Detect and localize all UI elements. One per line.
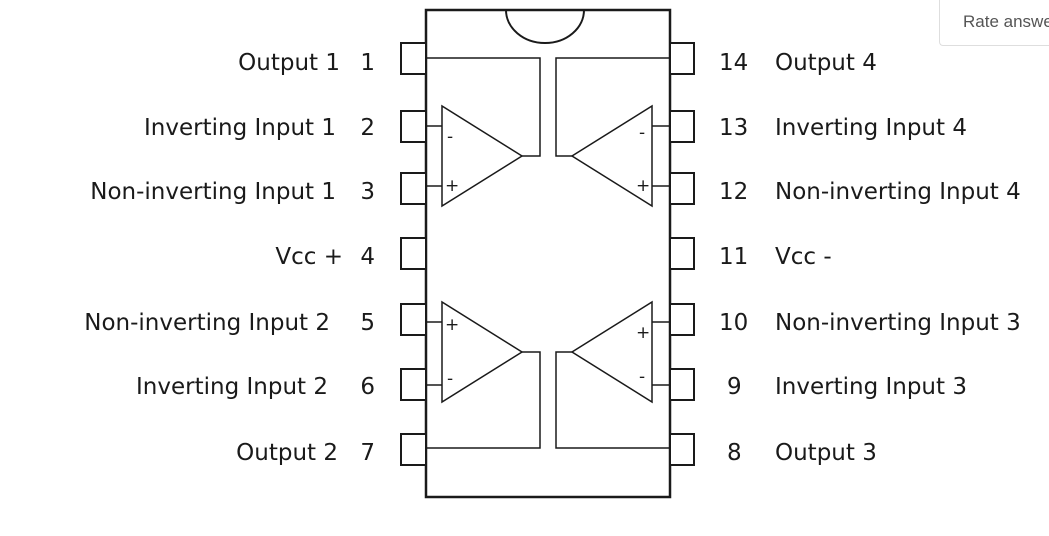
- amp3-plus-sign: +: [636, 323, 650, 343]
- pin-label: Output 2: [236, 440, 338, 466]
- right-pin-11: 11 Vcc -: [669, 237, 832, 270]
- right-pin-9: 9 Inverting Input 3: [669, 368, 967, 401]
- amp2-minus-sign: -: [447, 369, 453, 389]
- pin-pad: [669, 368, 695, 401]
- pin-number: 1: [360, 50, 375, 76]
- pin-label: Inverting Input 4: [775, 115, 967, 141]
- pin-pad: [400, 368, 427, 401]
- left-pin-7: 7 Output 2: [236, 433, 427, 466]
- pin-label: Non-inverting Input 3: [775, 310, 1021, 336]
- pin-number: 5: [360, 310, 375, 336]
- pin-pad: [400, 110, 427, 143]
- op-amp-3: [570, 300, 653, 404]
- pin-number: 14: [719, 50, 748, 76]
- amp1-plus-sign: +: [445, 176, 459, 196]
- left-pin-1: 1 Output 1: [238, 42, 427, 76]
- ic-notch: [505, 9, 585, 44]
- pin-pad: [669, 237, 695, 270]
- left-pin-4: 4 Vcc +: [275, 237, 427, 270]
- pin-pad: [400, 433, 427, 466]
- right-pin-8: 8 Output 3: [669, 433, 877, 466]
- amp3-minus-sign: -: [639, 367, 645, 387]
- pin-label: Output 4: [775, 50, 877, 76]
- op-amp-1: [441, 104, 524, 208]
- left-pin-3: 3 Non-inverting Input 1: [90, 172, 427, 205]
- pin-number: 11: [719, 244, 748, 270]
- pin-number: 8: [727, 440, 742, 466]
- pin-number: 13: [719, 115, 748, 141]
- pin-label: Inverting Input 2: [136, 374, 328, 400]
- amp1-minus-sign: -: [447, 127, 453, 147]
- rate-answer-button[interactable]: Rate answer: [939, 0, 1049, 46]
- pin-number: 2: [360, 115, 375, 141]
- pin-label: Non-inverting Input 2: [84, 310, 330, 336]
- pin-number: 7: [360, 440, 375, 466]
- op-amp-4: [570, 104, 653, 208]
- pin-number: 10: [719, 310, 748, 336]
- right-pin-12: 12 Non-inverting Input 4: [669, 172, 1021, 205]
- left-pin-6: 6 Inverting Input 2: [136, 368, 427, 401]
- pin-label: Non-inverting Input 1: [90, 179, 336, 205]
- pin-pad: [400, 172, 427, 205]
- pin-label: Vcc +: [275, 244, 343, 270]
- pin-pad: [400, 42, 427, 75]
- ic-body: [424, 8, 672, 499]
- pin-number: 4: [360, 244, 375, 270]
- left-pin-5: 5 Non-inverting Input 2: [84, 303, 427, 336]
- pin-label: Output 3: [775, 440, 877, 466]
- pin-number: 12: [719, 179, 748, 205]
- right-pin-14: 14 Output 4: [669, 42, 877, 76]
- pin-label: Non-inverting Input 4: [775, 179, 1021, 205]
- pin-label: Vcc -: [775, 244, 832, 270]
- amp4-minus-sign: -: [639, 123, 645, 143]
- pin-label: Inverting Input 1: [144, 115, 336, 141]
- amp4-plus-sign: +: [636, 176, 650, 196]
- pin-number: 6: [360, 374, 375, 400]
- pin-pad: [669, 172, 695, 205]
- pin-pad: [400, 303, 427, 336]
- pin-pad: [669, 110, 695, 143]
- pin-number: 3: [360, 179, 375, 205]
- pin-pad: [669, 433, 695, 466]
- pin-label: Inverting Input 3: [775, 374, 967, 400]
- left-pin-2: 2 Inverting Input 1: [144, 110, 427, 143]
- pin-label: Output 1: [238, 50, 340, 76]
- right-pin-13: 13 Inverting Input 4: [669, 110, 967, 143]
- op-amp-2: [441, 300, 524, 404]
- pin-pad: [669, 42, 695, 75]
- amp2-plus-sign: +: [445, 315, 459, 335]
- internal-wiring: [426, 57, 670, 449]
- pin-pad: [669, 303, 695, 336]
- right-pin-10: 10 Non-inverting Input 3: [669, 303, 1021, 336]
- pin-pad: [400, 237, 427, 270]
- pin-number: 9: [727, 374, 742, 400]
